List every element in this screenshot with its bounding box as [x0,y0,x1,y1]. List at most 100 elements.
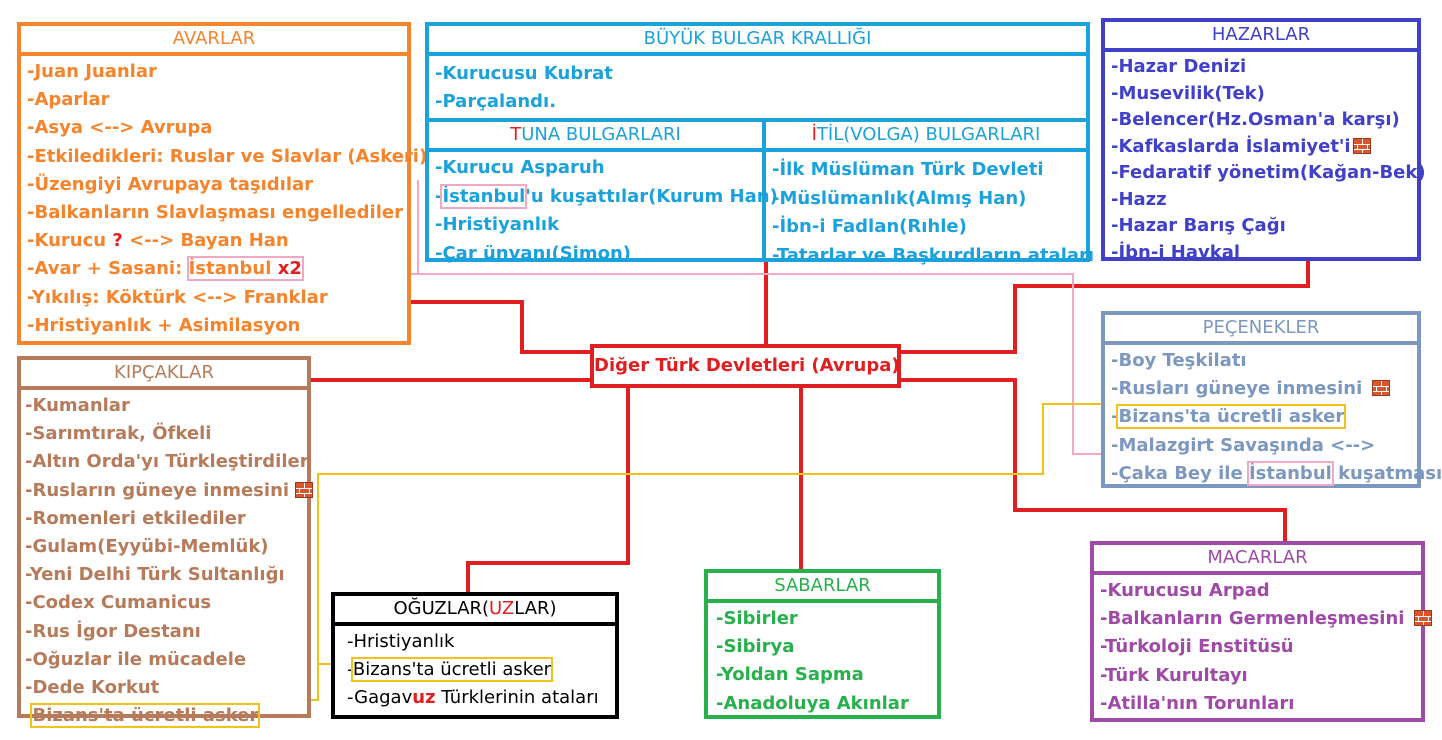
kipcaklar-item: -Gulam(Eyyübi-Memlük) [25,536,269,558]
macarlar-item: -Türkoloji Enstitüsü [1100,636,1294,658]
itil-item: -İlk Müslüman Türk Devleti [772,159,1044,180]
tuna-istanbul-prefix: - [435,185,443,207]
link-avarlar [411,300,590,354]
avarlar-item: -Hristiyanlık + Asimilasyon [27,314,301,336]
tuna-item: -Çar ünvanı(Simon) [435,242,631,264]
avarlar-item: -Asya <--> Avrupa [27,117,213,139]
avarlar-item: -Yıkılış: Köktürk <--> Franklar [27,286,328,308]
gaga-prefix: -Gagav [347,687,413,709]
gaga-red: uz [412,687,436,709]
kipcaklar-item: -Yeni Delhi Türk Sultanlığı [25,564,285,586]
pecenekler-title: PEÇENEKLER [1105,315,1417,345]
kipcaklar-item: -Bizans'ta ücretli asker [25,702,307,730]
macarlar-title: MACARLAR [1094,545,1421,575]
link-oguzlar [466,388,630,592]
avar-istanbul: İstanbul [188,258,272,280]
kurucu-prefix: -Kurucu [27,230,113,252]
macarlar-box: MACARLAR -Kurucusu Arpad -Balkanların Ge… [1090,541,1433,722]
macarlar-item: -Atilla'nın Torunları [1100,692,1295,714]
oguzlar-title-suffix: LAR) [514,598,557,619]
sabarlar-item: -Yoldan Sapma [716,664,864,686]
avarlar-item: -Etkiledikleri: Ruslar ve Slavlar (Asker… [27,145,428,167]
tuna-istanbul-suffix: 'u kuşattılar(Kurum Han) [525,185,778,207]
kipcaklar-item: -Rusların güneye inmesini [25,477,314,505]
brick-wall-icon [1352,137,1371,154]
pecenekler-bizans-prefix: - [1111,406,1119,428]
kipcaklar-bizans-prefix: - [25,705,33,727]
hazarlar-kafkas: -Kafkaslarda İslamiyet'i [1111,135,1351,157]
tuna-item: -Kurucu Asparuh [435,157,605,178]
kipcaklar-box: KIPÇAKLAR -Kumanlar -Sarımtırak, Öfkeli … [17,356,314,729]
sabarlar-box: SABARLAR -Sibirler -Sibirya -Yoldan Sapm… [704,569,941,719]
caka-istanbul: İstanbul [1246,460,1334,486]
itil-item: -Tatarlar ve Başkurdların ataları [772,244,1095,266]
avarlar-item: -Üzengiyi Avrupaya taşıdılar [27,173,314,195]
avarlar-item: -Avar + Sasani: İstanbul x2 [27,255,407,283]
macarlar-germen: -Balkanların Germenleşmesini [1100,608,1405,630]
tuna-item: -Hristiyanlık [435,214,560,235]
avar-istanbul-highlight: İstanbul x2 [186,256,304,282]
kipcaklar-title: KIPÇAKLAR [21,360,307,390]
oguzlar-item: -Hristiyanlık [347,631,455,652]
kipcaklar-item: -Oğuzlar ile mücadele [25,648,247,670]
sabarlar-title: SABARLAR [708,573,937,603]
caka-prefix: -Çaka Bey ile [1111,462,1249,484]
tuna-bulgarlari: TUNA BULGARLARI -Kurucu Asparuh -İstanbu… [429,118,778,264]
caka-suffix: kuşatması [1331,462,1442,484]
hazarlar-item: -İbn-i Havkal [1111,241,1241,263]
buyuk-bulgar-title: BÜYÜK BULGAR KRALLIĞI [429,26,1086,56]
pecenekler-item: -Rusları güneye inmesini [1111,375,1417,403]
kipcaklar-rus: -Rusların güneye inmesini [25,479,290,501]
hazarlar-item: -Hazz [1111,188,1167,210]
kipcaklar-item: -Rus İgor Destanı [25,620,201,642]
gaga-suffix: Türklerinin ataları [435,687,599,709]
kipcaklar-item: -Dede Korkut [25,677,160,699]
link-macarlar-pecenekler [901,378,1287,541]
tuna-istanbul: İstanbul [440,183,528,209]
avarlar-box: AVARLAR -Juan Juanlar -Aparlar -Asya <--… [17,22,428,345]
avarlar-item: -Balkanların Slavlaşması engellediler [27,202,403,224]
tuna-item: -İstanbul'u kuşattılar(Kurum Han) [435,183,778,212]
macarlar-item: -Türk Kurultayı [1100,664,1248,686]
pecenekler-item: -Çaka Bey ile İstanbul kuşatması [1111,460,1442,488]
oguzlar-title-prefix: OĞUZLAR( [393,598,490,619]
hazarlar-item: -Fedaratif yönetim(Kağan-Bek) [1111,162,1426,183]
pecenekler-box: PEÇENEKLER -Boy Teşkilatı -Rusları güney… [1101,311,1442,488]
pecenekler-rus: -Rusları güneye inmesini [1111,378,1363,400]
tuna-title-rest: UNA BULGARLARI [521,124,681,145]
oguzlar-box: OĞUZLAR(UZLAR) -Hristiyanlık -Bizans'ta … [331,592,619,719]
sabarlar-item: -Sibirler [716,608,798,629]
oguzlar-bizans: Bizans'ta ücretli asker [350,657,554,683]
pecenekler-bizans: Bizans'ta ücretli asker [1116,404,1347,430]
pecenekler-item: -Boy Teşkilatı [1111,350,1247,371]
avar-x2: x2 [277,258,302,280]
hazarlar-item: -Musevilik(Tek) [1111,82,1265,104]
kurucu-suffix: <--> Bayan Han [122,230,289,252]
itil-item: -İbn-i Fadlan(Rıhle) [772,216,967,237]
sabarlar-item: -Anadoluya Akınlar [716,692,909,714]
avarlar-item: -Kurucu ? <--> Bayan Han [27,227,407,255]
link-hazarlar [901,261,1310,354]
macarlar-item: -Balkanların Germenleşmesini [1100,605,1433,633]
kipcaklar-item: -Codex Cumanicus [25,592,212,614]
oguzlar-item: -Bizans'ta ücretli asker [347,656,615,684]
tuna-title: TUNA BULGARLARI [429,118,762,152]
itil-title: İTİL(VOLGA) BULGARLARI [766,118,1086,152]
brick-wall-icon [295,481,314,498]
kipcaklar-item: -Sarımtırak, Öfkeli [25,423,212,445]
pecenekler-item: -Malazgirt Savaşında <--> [1111,434,1376,456]
itil-title-rest: TİL(VOLGA) BULGARLARI [816,124,1041,145]
kipcaklar-item: -Altın Orda'yı Türkleştirdiler [25,451,309,473]
hazarlar-item: -Hazar Barış Çağı [1111,215,1286,236]
pecenekler-item: -Bizans'ta ücretli asker [1111,403,1417,431]
macarlar-item: -Kurucusu Arpad [1100,580,1270,601]
itil-bulgarlari: İTİL(VOLGA) BULGARLARI -İlk Müslüman Tür… [766,118,1094,266]
brick-wall-icon [1372,380,1391,397]
hazarlar-item: -Belencer(Hz.Osman'a karşı) [1111,109,1400,130]
itil-title-first: İ [811,124,817,145]
hazarlar-box: HAZARLAR -Hazar Denizi -Musevilik(Tek) -… [1101,18,1426,263]
itil-item: -Müslümanlık(Almış Han) [772,187,1027,209]
hazarlar-title: HAZARLAR [1105,22,1417,52]
buyuk-bulgar-item: -Kurucusu Kubrat [435,63,613,84]
